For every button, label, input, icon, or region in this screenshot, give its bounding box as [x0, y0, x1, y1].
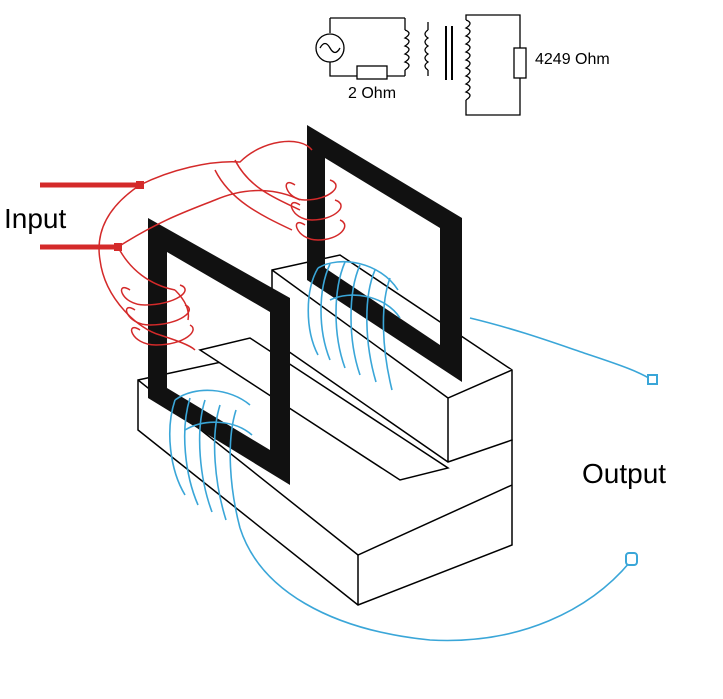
- resistor-icon: [513, 47, 527, 79]
- right-primary-coil: [285, 179, 346, 241]
- left-core: [148, 218, 290, 485]
- primary-loop-wire: [329, 17, 406, 77]
- primary-coil-icon: [403, 29, 410, 71]
- input-wire-f: [159, 289, 196, 351]
- input-wire-e: [214, 159, 301, 231]
- right-core: [307, 125, 462, 382]
- right-secondary-coil: [307, 261, 393, 391]
- secondary-loop-wire: [465, 14, 521, 116]
- output-terminals: [625, 374, 658, 566]
- primary-resistance-label: 2 Ohm: [348, 85, 396, 102]
- left-secondary-top: [174, 389, 253, 436]
- upper-block-edge: [271, 269, 513, 462]
- output-lead-b: [239, 527, 631, 642]
- primary-coil-icon-2: [424, 22, 430, 76]
- output-lead-a: [469, 317, 653, 381]
- input-wire-a: [139, 140, 313, 186]
- transformer-cores: [148, 125, 462, 485]
- schematic: [315, 14, 527, 116]
- load-resistance-label: 4249 Ohm: [535, 51, 610, 68]
- terminal-icon: [647, 374, 658, 385]
- resistor-icon: [356, 65, 388, 80]
- input-junctions: [114, 181, 144, 251]
- center-bar: [198, 337, 450, 481]
- input-label: Input: [4, 203, 66, 234]
- output-label: Output: [582, 458, 666, 489]
- input-wire-b: [117, 189, 301, 248]
- output-winding: [169, 260, 653, 642]
- junction-dot-icon: [114, 243, 122, 251]
- input-winding: [40, 140, 346, 351]
- input-lead-terminals: [40, 182, 140, 250]
- terminal-icon: [625, 552, 638, 566]
- input-wire-c: [98, 184, 161, 336]
- secondary-coil-icon: [464, 19, 471, 101]
- input-wire-d: [117, 246, 176, 291]
- right-secondary-top: [317, 260, 401, 319]
- ac-source-icon: [315, 33, 345, 63]
- junction-dot-icon: [136, 181, 144, 189]
- left-secondary-coil: [169, 397, 241, 529]
